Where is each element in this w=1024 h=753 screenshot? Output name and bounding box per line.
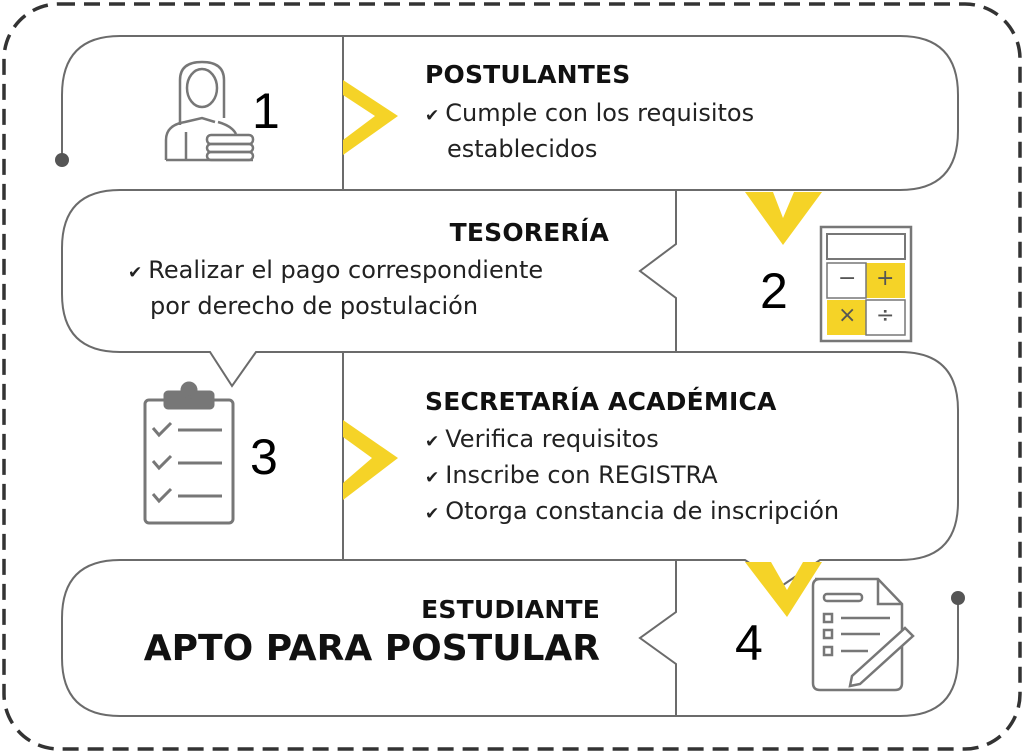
minus-symbol: −	[838, 266, 857, 291]
step-item: ✔Realizar el pago correspondiente	[128, 252, 543, 291]
step-title: POSTULANTES	[425, 60, 631, 89]
check-icon: ✔	[425, 504, 440, 524]
calculator-icon	[819, 225, 913, 343]
step-item: por derecho de postulación	[150, 292, 479, 320]
divide-symbol: ÷	[876, 303, 895, 328]
check-icon: ✔	[128, 263, 143, 283]
step-number: 3	[250, 429, 278, 485]
item-text: Cumple con los requisitos	[445, 99, 755, 127]
step-item: ✔Cumple con los requisitos	[425, 95, 754, 134]
row1-outline	[61, 35, 959, 191]
step-title: SECRETARÍA ACADÉMICA	[425, 387, 777, 416]
step-number: 1	[252, 83, 280, 139]
student-books-icon	[164, 60, 255, 162]
row3-outline	[342, 351, 959, 587]
item-text: Realizar el pago correspondiente	[148, 256, 544, 284]
start-dot	[55, 153, 69, 167]
step-item: ✔Verifica requisitos	[425, 421, 659, 460]
step-item: ✔Inscribe con REGISTRA	[425, 457, 718, 496]
step-item: ✔Otorga constancia de inscripción	[425, 493, 839, 532]
step-number: 2	[760, 263, 788, 319]
step-subtitle: APTO PARA POSTULAR	[143, 628, 600, 669]
check-icon: ✔	[425, 432, 440, 452]
plus-symbol: +	[876, 266, 895, 291]
chevron-right-icon	[343, 80, 398, 155]
end-dot	[951, 591, 965, 605]
chevron-down-icon	[745, 562, 822, 617]
check-icon: ✔	[425, 468, 440, 488]
step-title: TESORERÍA	[449, 218, 609, 247]
row2-outline	[61, 189, 677, 388]
row4-outline	[61, 559, 959, 717]
chevron-down-icon	[745, 192, 822, 245]
clipboard-checklist-icon	[143, 381, 235, 525]
step-title: ESTUDIANTE	[421, 595, 600, 624]
step-item: establecidos	[447, 135, 598, 163]
item-text: Verifica requisitos	[445, 425, 659, 453]
chevron-right-icon	[343, 420, 398, 500]
step-number: 4	[735, 615, 763, 671]
item-text: Otorga constancia de inscripción	[445, 497, 840, 525]
times-symbol: ×	[838, 303, 857, 328]
check-icon: ✔	[425, 106, 440, 126]
item-text: Inscribe con REGISTRA	[445, 461, 718, 489]
form-pencil-icon	[811, 577, 915, 692]
